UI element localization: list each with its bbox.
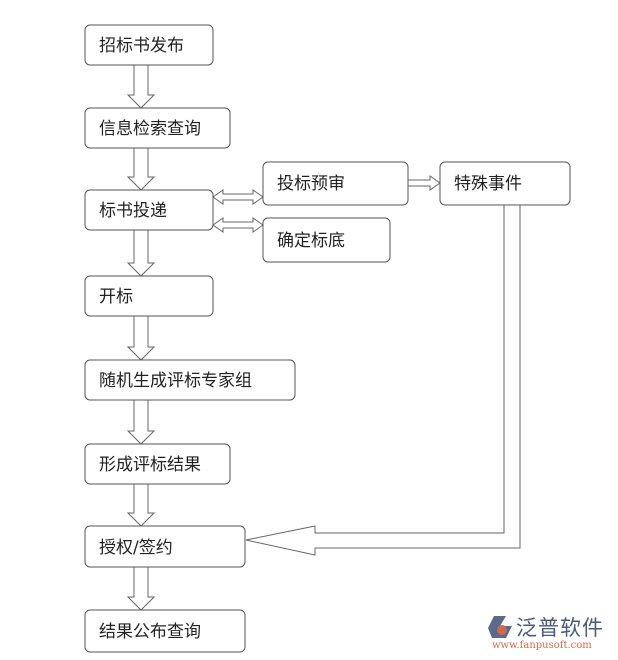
down-arrow — [126, 315, 156, 361]
node-n3: 标书投递 — [84, 189, 214, 231]
node-n11: 结果公布查询 — [84, 609, 246, 653]
node-label: 开标 — [99, 287, 133, 307]
node-label: 标书投递 — [99, 201, 167, 221]
logo-mark-icon — [488, 616, 512, 638]
logo-url: www.fanpusoft.com — [492, 640, 592, 651]
node-label: 授权/签约 — [99, 538, 173, 558]
node-n8: 随机生成评标专家组 — [84, 359, 296, 401]
return-arrow — [245, 204, 521, 556]
fanpusoft-logo: 泛普软件 www.fanpusoft.com — [486, 612, 614, 658]
node-n7: 开标 — [84, 275, 214, 317]
node-label: 确定标底 — [277, 231, 345, 251]
down-arrow — [126, 483, 156, 527]
down-arrow — [126, 229, 156, 277]
node-n2: 信息检索查询 — [84, 107, 231, 149]
logo-name: 泛普软件 — [516, 616, 604, 640]
down-arrow — [126, 566, 156, 611]
node-n1: 招标书发布 — [84, 24, 214, 66]
node-n4: 投标预审 — [262, 161, 409, 206]
down-arrow — [126, 147, 156, 191]
double-arrow — [212, 189, 264, 205]
node-n6: 确定标底 — [262, 217, 391, 263]
node-label: 特殊事件 — [454, 174, 522, 194]
node-n10: 授权/签约 — [84, 525, 246, 568]
node-label: 招标书发布 — [99, 36, 184, 56]
node-n5: 特殊事件 — [439, 161, 571, 206]
down-arrow — [126, 399, 156, 445]
node-label: 信息检索查询 — [99, 119, 201, 139]
right-arrow — [407, 175, 441, 191]
double-arrow — [212, 217, 264, 233]
down-arrow — [126, 64, 156, 109]
node-label: 随机生成评标专家组 — [99, 371, 252, 391]
node-n9: 形成评标结果 — [84, 443, 231, 485]
node-label: 投标预审 — [277, 174, 345, 194]
node-label: 形成评标结果 — [99, 455, 201, 475]
node-label: 结果公布查询 — [99, 622, 201, 642]
